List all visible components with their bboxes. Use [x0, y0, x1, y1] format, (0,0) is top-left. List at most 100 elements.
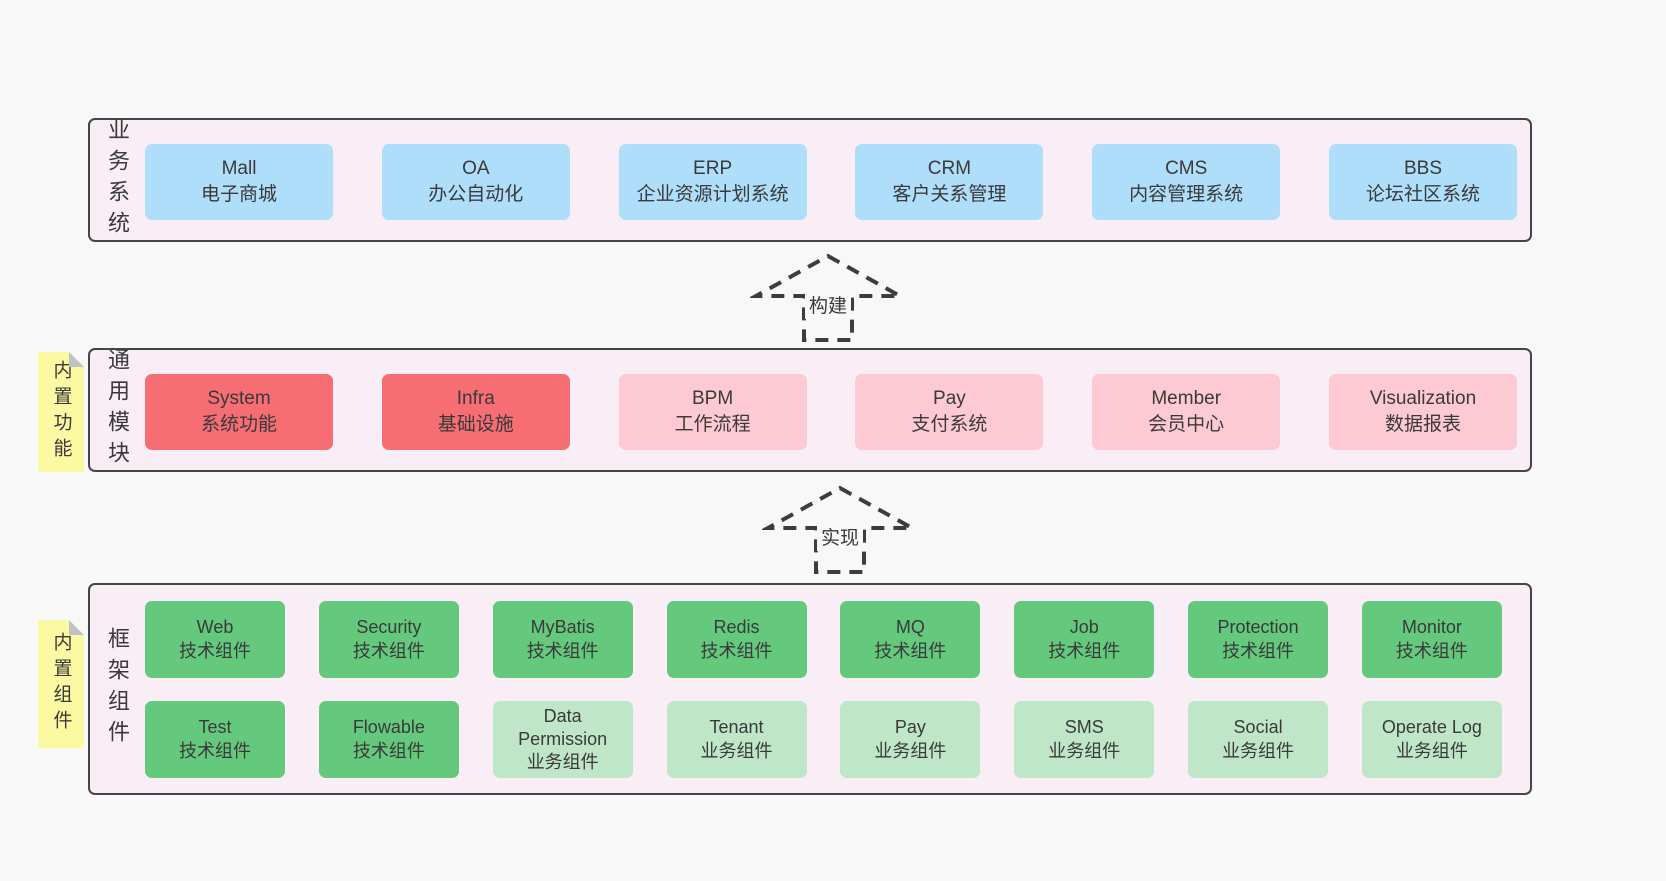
sticky-built-in-features-label: 内置功能 — [50, 360, 72, 464]
box-title: Web — [196, 617, 234, 638]
box-title: Social — [1233, 717, 1283, 738]
box-subtitle: 业务组件 — [874, 740, 947, 761]
box-test-tech: Test 技术组件 — [145, 701, 285, 778]
box-title: Security — [356, 617, 422, 638]
box-security-tech: Security 技术组件 — [318, 601, 459, 678]
box-subtitle: 技术组件 — [352, 740, 425, 761]
box-flowable-tech: Flowable 技术组件 — [318, 701, 459, 778]
box-mall: Mall 电子商城 — [145, 144, 333, 220]
box-subtitle: 办公自动化 — [428, 184, 524, 205]
box-title: SMS — [1064, 717, 1104, 738]
box-title: Pay — [894, 717, 926, 738]
box-title: Member — [1151, 387, 1222, 409]
box-subtitle: 内容管理系统 — [1129, 184, 1244, 205]
box-title: CRM — [927, 157, 972, 179]
box-title: Operate Log — [1381, 717, 1482, 738]
box-oa: OA 办公自动化 — [381, 144, 570, 220]
box-subtitle: 业务组件 — [526, 752, 599, 773]
box-social-biz: Social 业务组件 — [1188, 701, 1329, 778]
box-subtitle: 技术组件 — [179, 640, 251, 661]
box-operate-log-biz: Operate Log 业务组件 — [1361, 701, 1502, 778]
box-title: Test — [198, 717, 232, 738]
sticky-built-in-features: 内置功能 — [38, 352, 84, 472]
box-title: Job — [1069, 617, 1099, 638]
box-title: Flowable — [352, 717, 425, 738]
box-subtitle: 技术组件 — [1048, 640, 1121, 661]
sticky-built-in-components-label: 内置组件 — [50, 632, 72, 736]
band-framework-components-label: 框架组件 — [105, 627, 130, 751]
box-subtitle: 工作流程 — [674, 414, 751, 435]
band-business-systems: 业务系统 Mall 电子商城 OA 办公自动化 ERP 企业资源计划系统 CRM… — [88, 118, 1532, 242]
box-crm: CRM 客户关系管理 — [855, 144, 1044, 220]
box-subtitle: 客户关系管理 — [892, 184, 1007, 205]
box-subtitle: 系统功能 — [200, 414, 277, 435]
box-mybatis-tech: MyBatis 技术组件 — [492, 601, 633, 678]
box-data-permission-biz: Data Permission 业务组件 — [492, 701, 633, 778]
build-arrow: 构建 — [750, 252, 906, 344]
box-web-tech: Web 技术组件 — [145, 601, 285, 678]
box-subtitle: 技术组件 — [700, 640, 773, 661]
box-title: ERP — [693, 157, 733, 179]
box-title: Mall — [221, 157, 257, 179]
box-title: MQ — [895, 617, 925, 638]
box-title: CMS — [1165, 157, 1208, 179]
box-subtitle: 论坛社区系统 — [1365, 184, 1480, 205]
box-title: OA — [462, 157, 490, 179]
box-pay-module: Pay 支付系统 — [855, 374, 1044, 450]
box-subtitle: 技术组件 — [526, 640, 599, 661]
box-subtitle: 技术组件 — [874, 640, 947, 661]
sticky-built-in-components: 内置组件 — [38, 620, 84, 748]
implement-arrow: 实现 — [762, 484, 918, 576]
box-title: BBS — [1403, 157, 1442, 179]
up-arrow-icon — [762, 485, 918, 574]
box-member: Member 会员中心 — [1092, 374, 1281, 450]
box-job-tech: Job 技术组件 — [1014, 601, 1155, 678]
box-pay-biz: Pay 业务组件 — [840, 701, 981, 778]
box-infra: Infra 基础设施 — [381, 374, 570, 450]
business-systems-row: Mall 电子商城 OA 办公自动化 ERP 企业资源计划系统 CRM 客户关系… — [145, 144, 1517, 220]
box-subtitle: 技术组件 — [1222, 640, 1295, 661]
band-framework-components: 框架组件 Web 技术组件 Security 技术组件 MyBatis 技术组件… — [88, 583, 1532, 795]
box-subtitle: 业务组件 — [700, 740, 773, 761]
box-title: System — [207, 387, 271, 409]
box-title: BPM — [692, 387, 734, 409]
box-subtitle: 技术组件 — [1395, 640, 1468, 661]
box-subtitle: 业务组件 — [1222, 740, 1295, 761]
box-subtitle: 基础设施 — [437, 414, 514, 435]
box-title: Monitor — [1401, 617, 1462, 638]
build-arrow-label: 构建 — [804, 290, 852, 319]
box-title: Pay — [933, 387, 966, 409]
box-title: Data Permission — [518, 705, 608, 749]
up-arrow-icon — [750, 253, 906, 342]
box-redis-tech: Redis 技术组件 — [666, 601, 807, 678]
box-mq-tech: MQ 技术组件 — [840, 601, 981, 678]
box-subtitle: 电子商城 — [200, 184, 277, 205]
box-subtitle: 技术组件 — [352, 640, 425, 661]
box-title: Visualization — [1369, 387, 1477, 409]
box-sms-biz: SMS 业务组件 — [1014, 701, 1155, 778]
box-subtitle: 支付系统 — [911, 414, 988, 435]
implement-arrow-label: 实现 — [816, 522, 864, 551]
box-protection-tech: Protection 技术组件 — [1188, 601, 1329, 678]
framework-components-row-1: Web 技术组件 Security 技术组件 MyBatis 技术组件 Redi… — [145, 601, 1502, 678]
box-title: Protection — [1217, 617, 1299, 638]
box-system: System 系统功能 — [145, 374, 333, 450]
framework-components-row-2: Test 技术组件 Flowable 技术组件 Data Permission … — [145, 701, 1502, 778]
box-title: MyBatis — [530, 617, 595, 638]
box-title: Tenant — [709, 717, 764, 738]
box-subtitle: 业务组件 — [1395, 740, 1468, 761]
box-bpm: BPM 工作流程 — [618, 374, 807, 450]
box-subtitle: 企业资源计划系统 — [636, 184, 789, 205]
box-monitor-tech: Monitor 技术组件 — [1361, 601, 1502, 678]
box-subtitle: 业务组件 — [1048, 740, 1121, 761]
box-subtitle: 会员中心 — [1148, 414, 1225, 435]
box-subtitle: 技术组件 — [179, 740, 251, 761]
box-cms: CMS 内容管理系统 — [1092, 144, 1281, 220]
box-tenant-biz: Tenant 业务组件 — [666, 701, 807, 778]
box-bbs: BBS 论坛社区系统 — [1328, 144, 1517, 220]
box-erp: ERP 企业资源计划系统 — [618, 144, 807, 220]
band-common-modules: 通用模块 System 系统功能 Infra 基础设施 BPM 工作流程 Pay… — [88, 348, 1532, 472]
box-subtitle: 数据报表 — [1384, 414, 1461, 435]
box-title: Redis — [713, 617, 760, 638]
band-business-systems-label: 业务系统 — [105, 118, 130, 242]
